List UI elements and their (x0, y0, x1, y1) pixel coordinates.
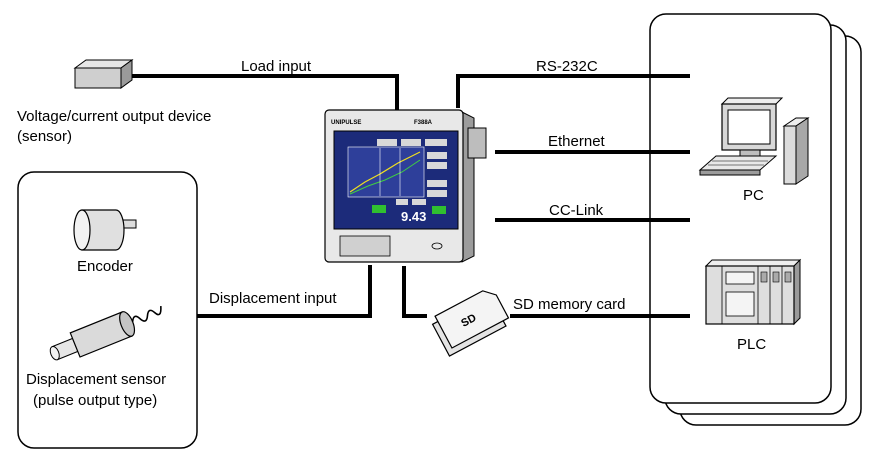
displacement-sensor-label-line1: Displacement sensor (26, 371, 166, 388)
plc-label: PLC (737, 336, 766, 353)
sd-card-wire (402, 266, 427, 318)
screen-value: 9.43 (401, 209, 426, 224)
sd-memory-card-label: SD memory card (513, 296, 626, 313)
wires (126, 74, 690, 318)
pc-label: PC (743, 187, 764, 204)
pulse-devices-box (17, 171, 198, 449)
ethernet-label: Ethernet (548, 133, 606, 150)
plc-icon (704, 258, 802, 326)
rs232c-wire (456, 74, 690, 108)
load-input-wire (126, 74, 399, 110)
sensor-label-line1: Voltage/current output device (17, 108, 211, 125)
displacement-input-wire (197, 265, 372, 318)
load-input-label: Load input (241, 58, 312, 75)
displacement-sensor-icon (49, 305, 162, 361)
displacement-sensor-label-line2: (pulse output type) (33, 392, 157, 409)
pc-icon (698, 97, 810, 185)
sensor-label-line2: (sensor) (17, 128, 72, 145)
encoder-label: Encoder (77, 258, 133, 275)
sd-card-icon: SD (431, 290, 510, 357)
device-brand: UNIPULSE (331, 120, 361, 126)
device-model: F388A (414, 120, 433, 126)
displacement-input-label: Displacement input (209, 290, 337, 307)
sensor-device-icon (73, 59, 134, 89)
encoder-icon (73, 209, 137, 251)
rs232c-label: RS-232C (536, 58, 598, 75)
f388a-unit-icon: UNIPULSE F388A 9.43 (324, 109, 487, 263)
cc-link-label: CC-Link (549, 202, 604, 219)
